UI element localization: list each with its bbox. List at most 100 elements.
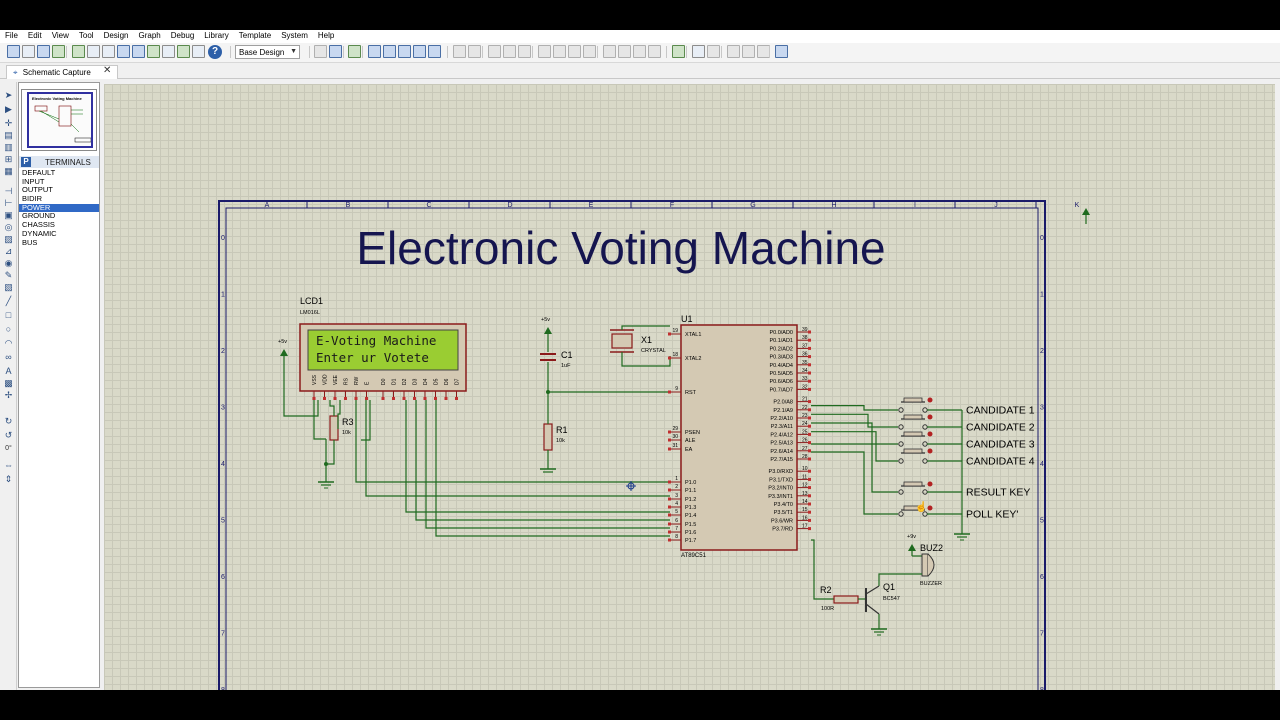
terminal-item-default[interactable]: DEFAULT (22, 168, 56, 177)
save-icon[interactable] (37, 45, 50, 58)
open-icon[interactable] (22, 45, 35, 58)
pin-icon[interactable]: ⊢ (4, 198, 13, 208)
wire-label-icon[interactable]: ▤ (4, 130, 13, 140)
packaging-icon[interactable] (633, 45, 646, 58)
report-icon[interactable] (775, 45, 788, 58)
menu-template[interactable]: Template (238, 31, 272, 40)
box-2d-icon[interactable]: □ (5, 310, 12, 320)
mirror-x-icon[interactable]: ⇔ (4, 460, 13, 470)
probe-voltage-icon[interactable]: ⊿ (4, 246, 13, 256)
terminal-item-bus[interactable]: BUS (22, 237, 38, 247)
u1-pin-dot (808, 449, 811, 453)
redo-icon[interactable] (468, 45, 481, 58)
component-icon[interactable] (102, 45, 115, 58)
menu-view[interactable]: View (51, 31, 69, 40)
rotate-cw-icon[interactable]: ↻ (4, 416, 13, 426)
sheet-icon[interactable] (87, 45, 100, 58)
terminal-item-output[interactable]: OUTPUT (22, 185, 53, 195)
terminal-item-power[interactable]: POWER (19, 203, 99, 213)
make-device-icon[interactable] (618, 45, 631, 58)
zoom-area-icon[interactable] (428, 45, 441, 58)
terminals-p-badge[interactable]: P (21, 157, 31, 167)
library-icon[interactable] (162, 45, 175, 58)
menu-system[interactable]: System (281, 31, 308, 40)
menu-file[interactable]: File (5, 31, 18, 40)
overview-preview[interactable]: Electronic Voting Machine (21, 89, 97, 151)
terminals-icon[interactable]: ⊣ (4, 186, 13, 196)
circle-2d-icon[interactable]: ○ (5, 324, 12, 334)
line-2d-icon[interactable]: ╱ (5, 296, 12, 306)
line-icon[interactable]: ▧ (4, 282, 13, 292)
copy-icon[interactable] (503, 45, 516, 58)
script-icon[interactable] (177, 45, 190, 58)
tape-recorder-icon[interactable]: ◎ (4, 222, 13, 232)
refresh-icon[interactable] (314, 45, 327, 58)
terminal-item-chassis[interactable]: CHASSIS (22, 220, 55, 230)
menu-debug[interactable]: Debug (170, 31, 195, 40)
new-icon[interactable] (7, 45, 20, 58)
probe-current-icon[interactable]: ◉ (4, 258, 13, 268)
block-delete-icon[interactable] (583, 45, 596, 58)
block-copy-icon[interactable] (538, 45, 551, 58)
zoom-all-icon[interactable] (413, 45, 426, 58)
buses-icon[interactable]: ⊞ (4, 154, 13, 164)
zoom-out-icon[interactable] (398, 45, 411, 58)
instruments-icon[interactable]: ✎ (4, 270, 13, 280)
terminal-item-input[interactable]: INPUT (22, 176, 45, 186)
block-rotate-icon[interactable] (568, 45, 581, 58)
graph-icon[interactable]: ▣ (4, 210, 13, 220)
bom-icon[interactable] (117, 45, 130, 58)
pick-device-icon[interactable] (603, 45, 616, 58)
mirror-y-icon[interactable]: ⇕ (4, 474, 13, 484)
cut-icon[interactable] (488, 45, 501, 58)
menu-design[interactable]: Design (103, 31, 129, 40)
import-icon[interactable] (52, 45, 65, 58)
schematic-canvas[interactable]: ABCDEFGHIJK001122334455667788Electronic … (104, 84, 1275, 690)
help-icon[interactable]: ? (208, 45, 222, 59)
undo-icon[interactable] (453, 45, 466, 58)
wire-autorouter-icon[interactable] (672, 45, 685, 58)
pcb-icon[interactable] (132, 45, 145, 58)
terminal-item-bidir[interactable]: BIDIR (22, 194, 43, 204)
remove-sheet-icon[interactable] (742, 45, 755, 58)
gerber-icon[interactable] (147, 45, 160, 58)
property-icon[interactable] (707, 45, 720, 58)
u1-pin-dot (668, 505, 671, 509)
rotate-ccw-icon[interactable]: ↺ (4, 430, 13, 440)
text-script-icon[interactable]: ▥ (4, 142, 13, 152)
wire-r3-top (329, 400, 335, 416)
block-move-icon[interactable] (553, 45, 566, 58)
root-sheet-icon[interactable] (72, 45, 85, 58)
source-icon[interactable] (192, 45, 205, 58)
menu-library[interactable]: Library (204, 31, 229, 40)
origin-icon[interactable] (348, 45, 361, 58)
pan-icon[interactable] (368, 45, 381, 58)
arc-2d-icon[interactable]: ◠ (4, 338, 13, 348)
grid-icon[interactable] (329, 45, 342, 58)
selection-mode-icon[interactable]: ➤ (4, 90, 13, 100)
tab-schematic-capture[interactable]: ⌖ Schematic Capture (6, 65, 118, 79)
sheet-inner-border (225, 207, 1039, 690)
junction-icon[interactable]: ✛ (4, 118, 13, 128)
terminal-item-dynamic[interactable]: DYNAMIC (22, 228, 57, 238)
close-icon[interactable]: ✕ (103, 65, 112, 76)
generator-icon[interactable]: ▨ (4, 234, 13, 244)
marker-2d-icon[interactable]: ✢ (4, 390, 13, 400)
component-mode-icon[interactable]: ▶ (5, 104, 12, 114)
symbol-2d-icon[interactable]: ▩ (4, 378, 13, 388)
menu-help[interactable]: Help (317, 31, 335, 40)
new-sheet-icon[interactable] (727, 45, 740, 58)
terminal-item-ground[interactable]: GROUND (22, 211, 56, 221)
design-select[interactable]: Base Design ▼ (235, 45, 300, 59)
menu-tool[interactable]: Tool (78, 31, 94, 40)
menu-edit[interactable]: Edit (27, 31, 42, 40)
decompose-icon[interactable] (648, 45, 661, 58)
path-2d-icon[interactable]: ∞ (5, 352, 12, 362)
search-icon[interactable] (692, 45, 705, 58)
subcircuit-icon[interactable]: ▦ (4, 166, 13, 176)
text-2d-icon[interactable]: A (5, 366, 12, 376)
paste-icon[interactable] (518, 45, 531, 58)
zoom-in-icon[interactable] (383, 45, 396, 58)
menu-graph[interactable]: Graph (138, 31, 161, 40)
u1-pin-dot (668, 488, 671, 492)
